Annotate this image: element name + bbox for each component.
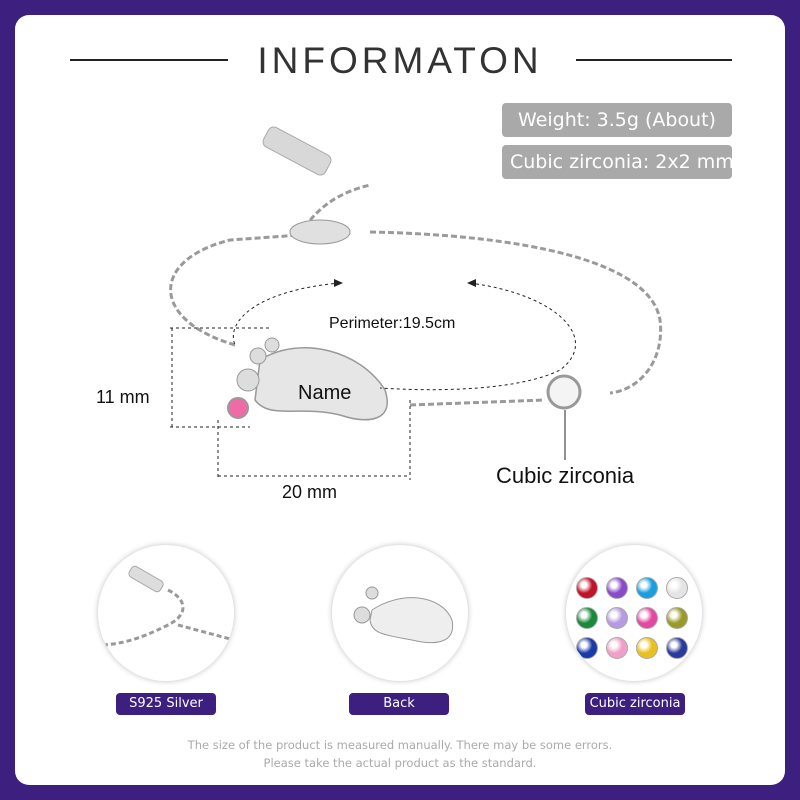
page-title: INFORMATON [257,40,543,81]
thumbnail-silver [98,545,234,681]
title-rule-right [576,59,732,61]
s925-tag [262,126,332,176]
gem-swatch [636,577,658,599]
foot-charm [254,347,388,421]
perimeter-label: Perimeter:19.5cm [329,315,456,332]
cubic-zirconia-stone [546,374,582,410]
disclaimer-line-2: Please take the actual product as the st… [263,756,537,770]
weight-spec: Weight: 3.5g (About) [502,103,732,137]
toe-icon [249,347,267,365]
gem-color-grid [576,577,688,659]
tag-back: Back [349,693,449,715]
perimeter-arc [379,282,576,391]
gem-swatch [576,607,598,629]
height-label: 11 mm [96,387,150,407]
gem-swatch [606,637,628,659]
thumbnail-back [332,545,468,681]
title-rule-left [70,59,228,61]
lobster-clasp [289,219,351,245]
thumbnail-stones [566,545,702,681]
stone-label: Cubic zirconia [496,463,635,488]
tag-silver: S925 Silver [116,693,216,715]
arrow-right-icon [334,279,343,287]
gem-swatch [606,577,628,599]
gem-swatch [666,637,688,659]
chain-middle [409,398,546,407]
chain-right [369,230,663,395]
gem-swatch [636,607,658,629]
gem-swatch [576,577,598,599]
arrow-left-icon [467,279,476,287]
disclaimer-line-1: The size of the product is measured manu… [187,738,613,752]
gem-swatch [666,607,688,629]
toe-icon [236,368,260,392]
gem-swatch [576,637,598,659]
toe-icon [264,337,280,353]
gem-swatch [636,637,658,659]
engraving-name: Name [298,382,352,404]
chain-left [169,233,301,347]
gem-swatch [606,607,628,629]
tag-cubic-zirconia: Cubic zirconia [585,693,685,715]
gem-swatch [666,577,688,599]
stone-size-spec: Cubic zirconia: 2x2 mm [502,145,734,179]
width-label: 20 mm [282,482,338,502]
perimeter-arc [232,282,341,346]
pink-stone [227,397,249,419]
